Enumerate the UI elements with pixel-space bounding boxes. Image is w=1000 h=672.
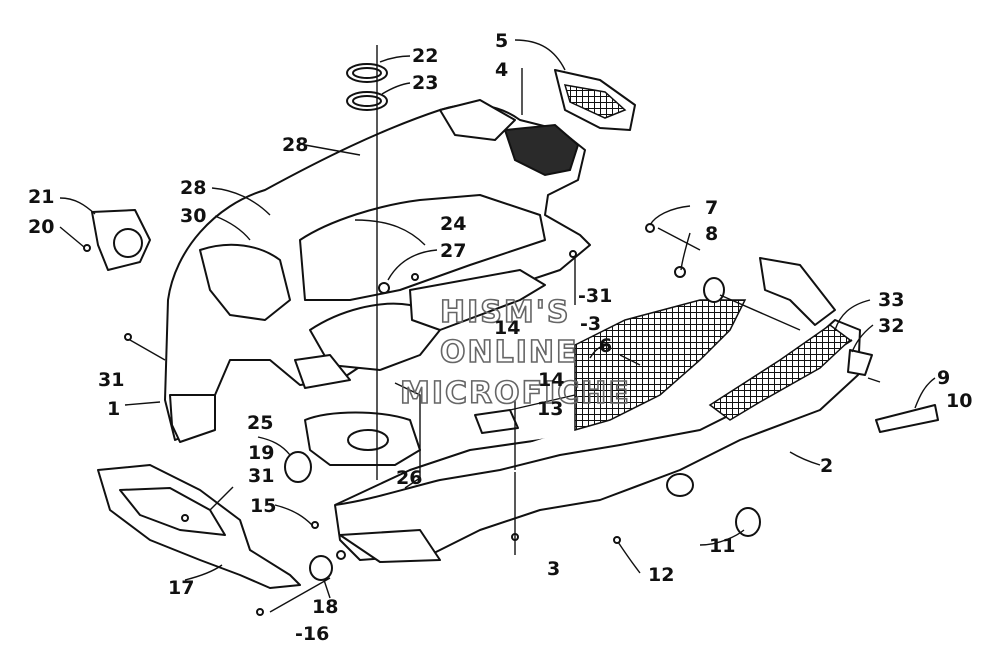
watermark-line-1: HISM'S: [440, 295, 571, 330]
watermark: HISM'S ONLINE MICROFICHE: [399, 294, 631, 412]
callout-13: 13: [537, 398, 563, 420]
callout-10: 10: [946, 390, 972, 412]
console-part-25: [304, 411, 421, 466]
callout-21: 21: [28, 186, 54, 208]
callout-15: 15: [250, 495, 276, 517]
callout-31-right: -31: [578, 285, 612, 307]
bracket-part-9: [875, 404, 939, 433]
pad-part-13: [474, 409, 519, 434]
callout-28-left: 28: [180, 177, 206, 199]
leader-lines: [59, 39, 936, 613]
grommet-part-8: [703, 277, 725, 303]
callout-30: 30: [180, 205, 206, 227]
callout-28-top: 28: [282, 134, 308, 156]
callout-2: 2: [820, 455, 833, 477]
reflector-part-11: [666, 473, 694, 497]
callout-26: 26: [396, 467, 422, 489]
lower-belly-pan: [334, 257, 873, 563]
callout-17: 17: [168, 577, 194, 599]
hardware-fasteners: [83, 223, 939, 616]
ring-clamp-part-19: [284, 451, 312, 483]
plug-part-18: [309, 555, 333, 581]
callout-9: 9: [937, 367, 950, 389]
callout-5: 5: [495, 30, 508, 52]
callout-22: 22: [412, 45, 438, 67]
callout-14-upper: 14: [494, 317, 520, 339]
callout-20: 20: [28, 216, 54, 238]
callout-31-lower: 31: [248, 465, 274, 487]
callout-8: 8: [705, 223, 718, 245]
callout-32: 32: [878, 315, 904, 337]
callout-16: -16: [295, 623, 329, 645]
grille-part-5: [554, 69, 636, 131]
callout-25: 25: [247, 412, 273, 434]
watermark-line-3: MICROFICHE: [400, 376, 631, 411]
callout-18: 18: [312, 596, 338, 618]
callout-6: 6: [599, 335, 612, 357]
rings-22-23: [346, 63, 388, 111]
callout-11: 11: [709, 535, 735, 557]
callout-1: 1: [107, 398, 120, 420]
callout-14-lower: 14: [538, 369, 564, 391]
callout-3-lower: 3: [547, 558, 560, 580]
callout-19: 19: [248, 442, 274, 464]
callout-labels: 1 2 -3 3 4 5 6 7 8 9 10 11 12 13 14 14 1…: [28, 30, 972, 645]
callout-23: 23: [412, 72, 438, 94]
callout-3-upper: -3: [580, 313, 601, 335]
callout-27: 27: [440, 240, 466, 262]
callout-31-left: 31: [98, 369, 124, 391]
callout-4: 4: [495, 59, 508, 81]
watermark-line-2: ONLINE: [440, 335, 579, 370]
headlight-housing-part-21: [91, 209, 151, 271]
callout-33: 33: [878, 289, 904, 311]
callout-12: 12: [648, 564, 674, 586]
side-panel-part-17: [97, 464, 301, 589]
callout-24: 24: [440, 213, 466, 235]
callout-7: 7: [705, 197, 718, 219]
